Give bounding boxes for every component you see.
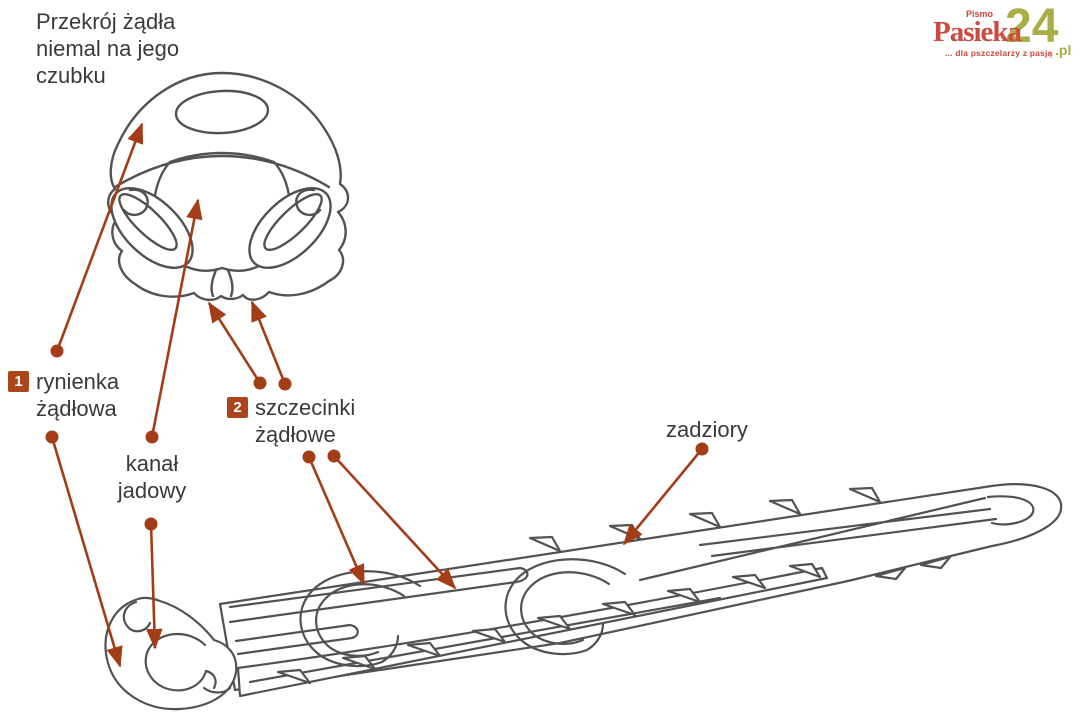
connector-szczecinki-to-shaft-left bbox=[307, 456, 366, 586]
connector-rynienka-to-cross-section bbox=[55, 122, 144, 352]
stylet-cap-edge bbox=[113, 154, 331, 189]
badge-2: 2 bbox=[227, 397, 248, 418]
connector-kanal-to-shaft-tip bbox=[146, 523, 163, 650]
title-line-3: czubku bbox=[36, 63, 106, 88]
label-zadziory: zadziory bbox=[666, 417, 748, 442]
title-line-1: Przekrój żądła bbox=[36, 9, 176, 34]
stinger-3d-drawing bbox=[104, 483, 1063, 711]
connector-rynienka-to-shaft-tip bbox=[50, 436, 123, 668]
logo-pismo-text: Pismo bbox=[966, 9, 994, 19]
right-rail-hook bbox=[295, 188, 322, 217]
label-rynienka-text: rynienka żądłowa bbox=[36, 369, 120, 421]
label-rynienka-zadlowa: 1 rynienka żądłowa bbox=[8, 368, 119, 422]
logo-24-text: 24 bbox=[1005, 0, 1059, 53]
label-kanal-jadowy: kanał jadowy bbox=[117, 451, 187, 503]
lower-barbs bbox=[276, 562, 822, 685]
venom-canal-opening bbox=[144, 632, 232, 694]
lancet-sleeve-2 bbox=[504, 558, 627, 656]
logo-pl-text: .pl bbox=[1055, 42, 1072, 58]
right-lancet-opening bbox=[263, 193, 323, 251]
label-szczecinki-zadlowe: 2 szczecinki żądłowe bbox=[227, 394, 355, 448]
left-rail-hook bbox=[122, 188, 149, 217]
connector-szczecinki-to-cross-section-left bbox=[207, 301, 262, 384]
stylet-inner-grooves bbox=[638, 495, 1035, 582]
dorsal-opening bbox=[174, 89, 270, 135]
logo-pasieka-text: Pasieka bbox=[933, 16, 1022, 48]
rail-tubes bbox=[228, 566, 529, 656]
connector-kanal-to-cross-section bbox=[150, 198, 203, 438]
connector-szczecinki-to-cross-section-right bbox=[250, 300, 287, 385]
label-szczecinki-text: szczecinki żądłowe bbox=[255, 395, 356, 447]
connector-dots bbox=[45, 344, 709, 531]
connector-szczecinki-to-shaft-right bbox=[333, 455, 457, 590]
left-lancet-opening bbox=[118, 193, 178, 251]
connector-zadziory-to-barbs bbox=[622, 448, 704, 546]
cut-face-hook bbox=[122, 600, 152, 633]
badge-1: 1 bbox=[8, 371, 29, 392]
lancet-inner-line bbox=[248, 596, 722, 684]
bottom-cleft bbox=[210, 268, 234, 298]
pasieka24-logo: Pismo Pasieka 24 .pl ... dla pszczelarzy… bbox=[933, 0, 1078, 69]
logo-tagline: ... dla pszczelarzy z pasją bbox=[945, 48, 1053, 58]
annotation-connectors bbox=[45, 122, 709, 668]
cross-section-drawing bbox=[107, 71, 350, 301]
diagram-title: Przekrój żądła niemal na jego czubku bbox=[36, 8, 179, 89]
title-line-2: niemal na jego bbox=[36, 36, 180, 61]
